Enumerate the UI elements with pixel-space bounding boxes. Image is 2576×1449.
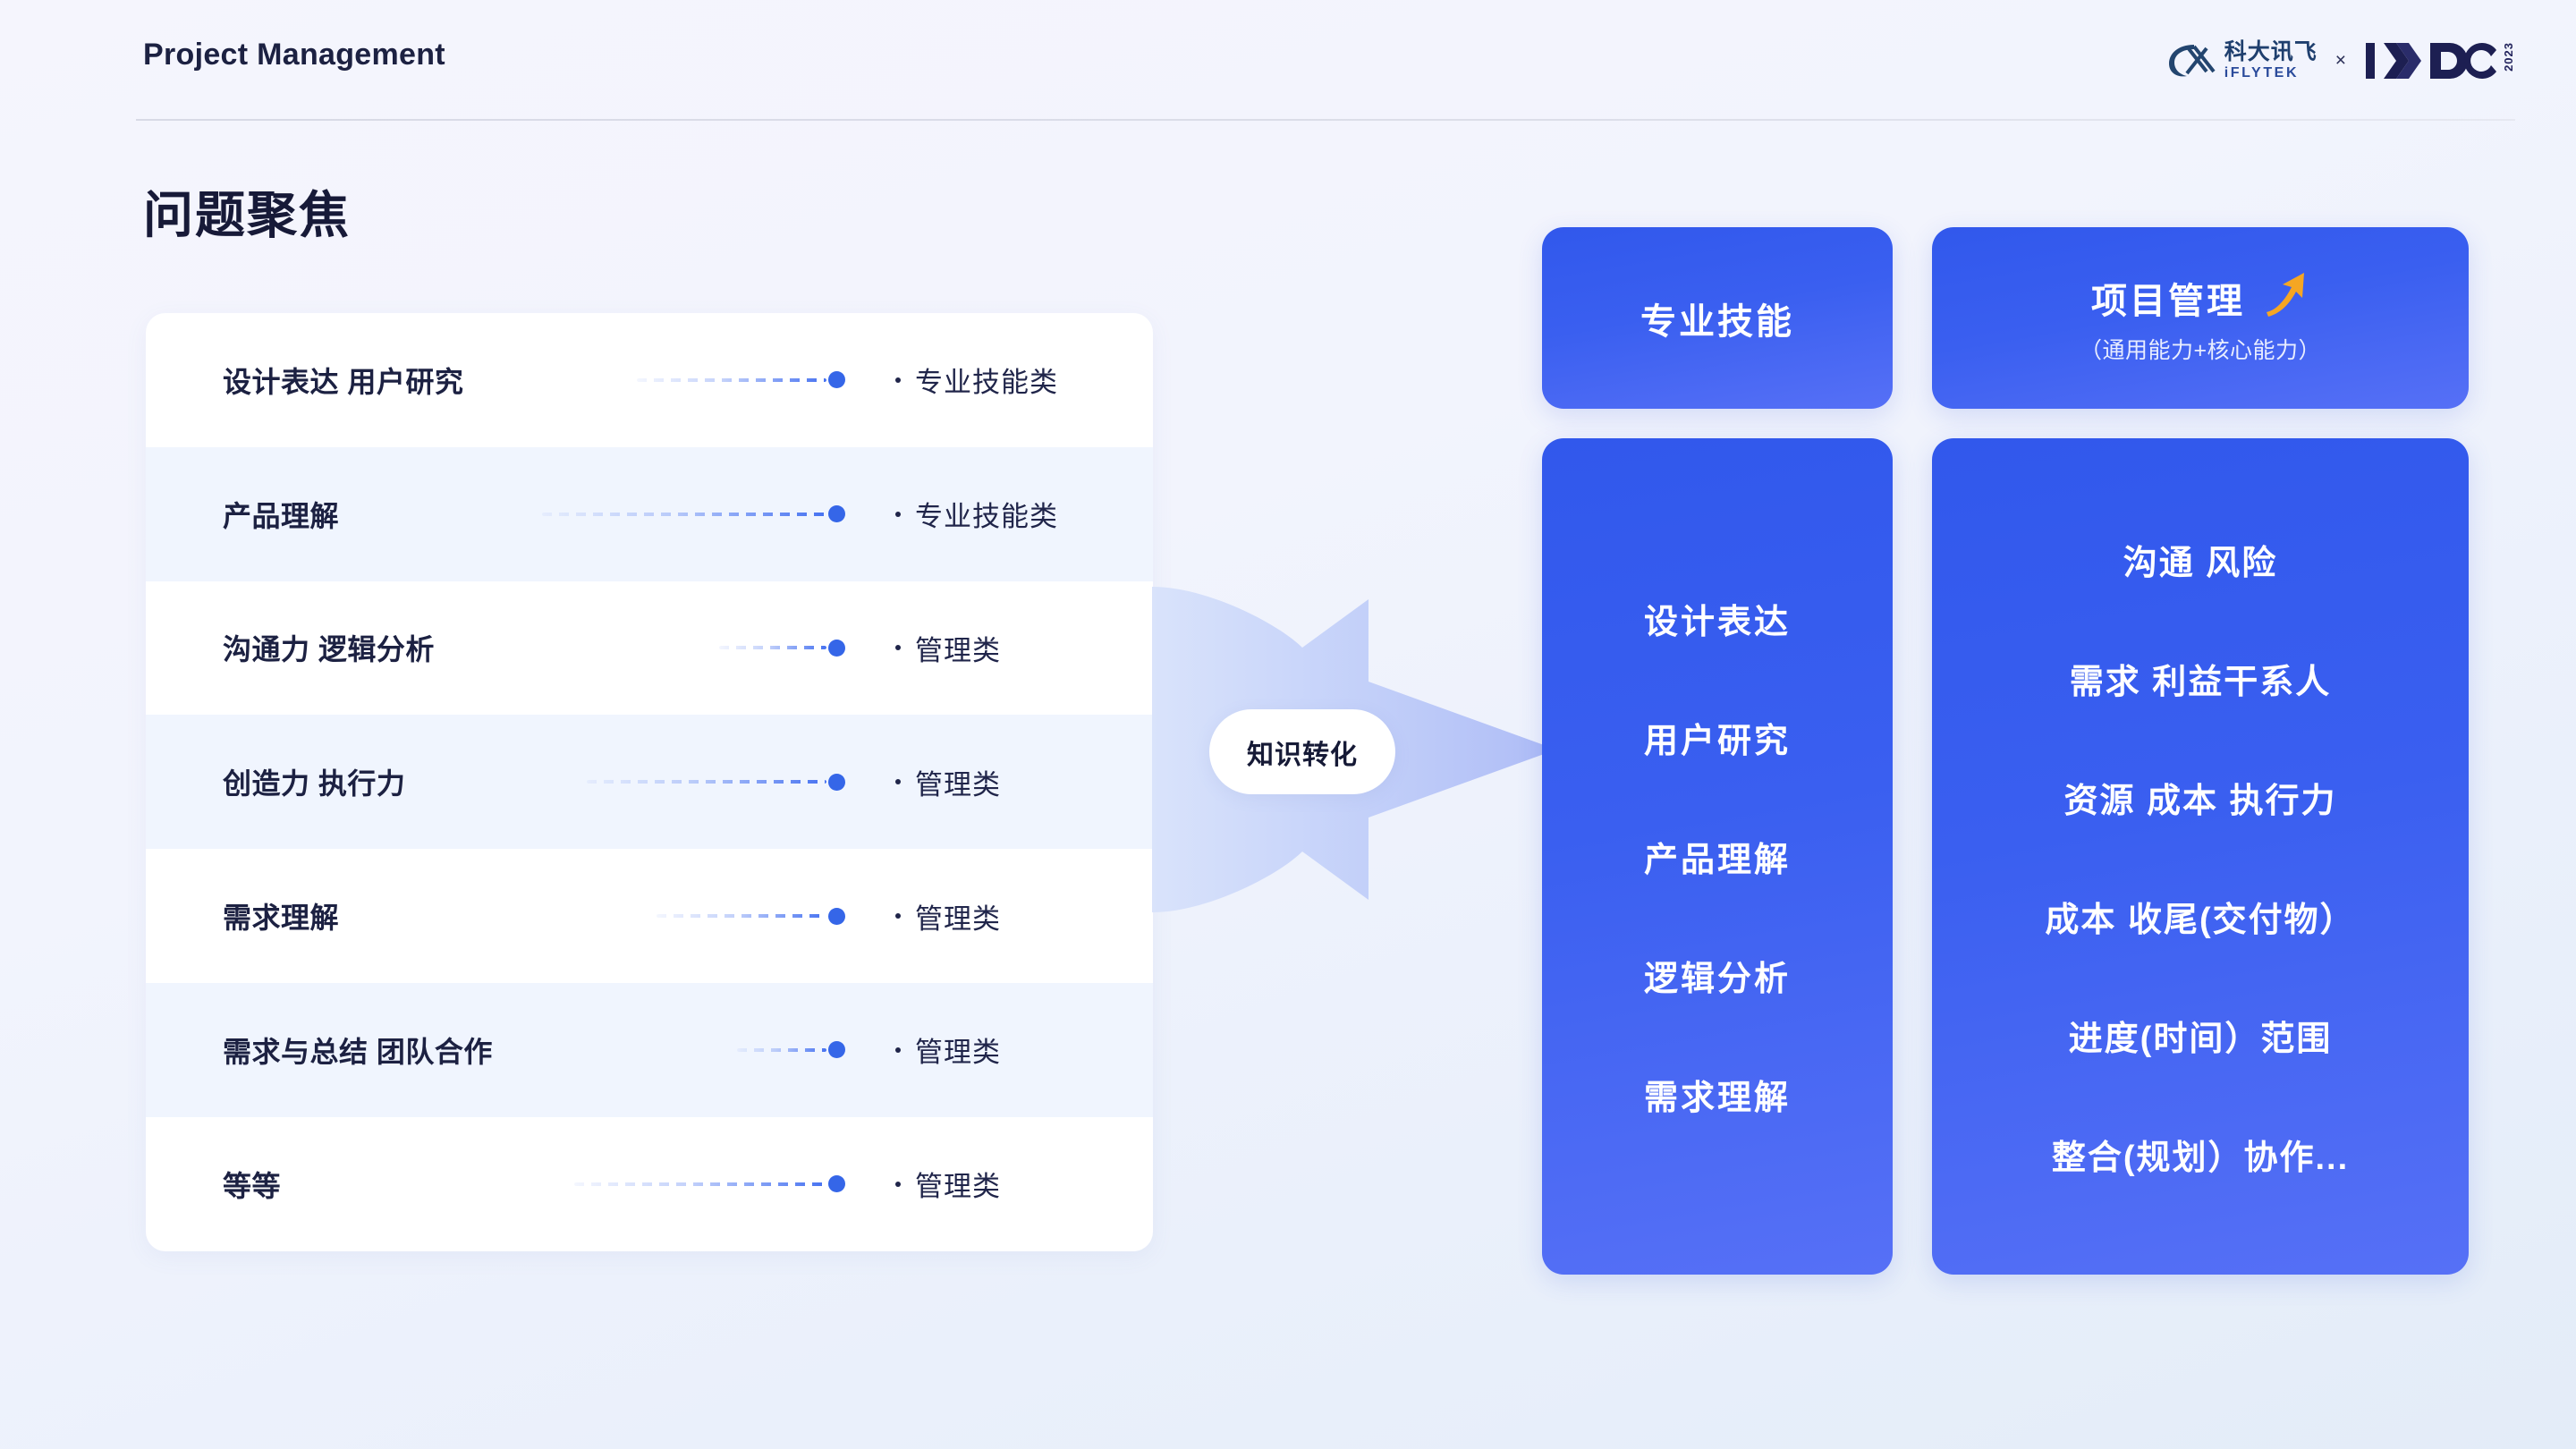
row-connector [542, 505, 845, 523]
row-connector [574, 1175, 845, 1193]
pm-item: 进度(时间）范围 [2068, 1020, 2333, 1058]
pm-item: 整合(规划）协作... [2051, 1139, 2350, 1177]
dashed-connector-line [574, 1182, 826, 1186]
connector-dot-icon [828, 639, 845, 657]
table-row: 设计表达 用户研究 专业技能类 [146, 313, 1153, 447]
header-divider [136, 119, 2515, 121]
row-category-label: 管理类 [915, 768, 1001, 801]
pm-item: 沟通 风险 [2123, 544, 2278, 582]
bullet-dot-icon [895, 779, 901, 785]
connector-dot-icon [828, 907, 845, 925]
row-category: 管理类 [895, 762, 1001, 802]
dashed-connector-line [637, 377, 826, 382]
growth-arrow-icon [2267, 272, 2304, 317]
issue-list-card: 设计表达 用户研究专业技能类产品理解专业技能类沟通力 逻辑分析管理类创造力 执行… [146, 313, 1153, 1251]
dashed-connector-line [542, 512, 826, 516]
page-header: Project Management 科大讯飞 iFLYTEK × [0, 0, 2576, 125]
brand-logo-lockup: 科大讯飞 iFLYTEK × 2023 [2167, 36, 2515, 86]
bullet-dot-icon [895, 1181, 901, 1187]
dashed-connector-line [737, 1047, 826, 1052]
card-pm-items[interactable]: 沟通 风险需求 利益干系人资源 成本 执行力成本 收尾(交付物） 进度(时间）范围… [1932, 438, 2469, 1275]
card-professional-skills-title: 专业技能 [1640, 301, 1794, 342]
row-category-label: 管理类 [915, 902, 1001, 935]
page-title: 问题聚焦 [143, 187, 351, 243]
knowledge-conversion-arrow: 知识转化 [1152, 547, 1556, 952]
row-category-label: 专业技能类 [915, 367, 1058, 399]
dashed-connector-line [719, 646, 826, 650]
bullet-dot-icon [895, 645, 901, 651]
card-project-management-titlerow: 项目管理 [2091, 272, 2309, 324]
connector-dot-icon [828, 1175, 845, 1193]
row-category: 管理类 [895, 1164, 1001, 1204]
ixdc-mark-icon [2366, 43, 2496, 79]
card-professional-skills[interactable]: 专业技能 [1542, 227, 1893, 409]
arrow-label-pill: 知识转化 [1209, 709, 1395, 794]
row-connector [637, 371, 845, 389]
pm-item: 需求 利益干系人 [2069, 663, 2332, 701]
row-category: 管理类 [895, 896, 1001, 936]
table-row: 产品理解 专业技能类 [146, 446, 1153, 581]
row-category: 专业技能类 [895, 360, 1058, 400]
iflytek-wordmark: 科大讯飞 iFLYTEK [2224, 41, 2318, 80]
table-row: 需求与总结 团队合作 管理类 [146, 982, 1153, 1117]
dashed-connector-line [587, 780, 826, 784]
card-skills-items[interactable]: 设计表达用户研究产品理解逻辑分析需求理解 [1542, 438, 1893, 1275]
ixdc-logo: 2023 [2364, 41, 2515, 80]
row-skill-label: 沟通力 逻辑分析 [223, 633, 435, 666]
pm-item: 成本 收尾(交付物） [2045, 901, 2356, 939]
row-category: 管理类 [895, 1030, 1001, 1070]
iflytek-logo: 科大讯飞 iFLYTEK [2167, 41, 2318, 80]
skill-item: 设计表达 [1643, 604, 1791, 641]
skill-item: 需求理解 [1643, 1080, 1791, 1117]
table-row: 创造力 执行力 管理类 [146, 715, 1153, 850]
table-row: 需求理解 管理类 [146, 849, 1153, 983]
iflytek-name-cn: 科大讯飞 [2224, 39, 2318, 64]
connector-dot-icon [828, 773, 845, 791]
iflytek-mark-icon [2168, 45, 2216, 77]
row-skill-label: 需求理解 [223, 902, 340, 935]
card-project-management[interactable]: 项目管理 （通用能力+核心能力） [1932, 227, 2469, 409]
row-connector [719, 639, 845, 657]
row-connector [737, 1041, 845, 1059]
pm-item: 资源 成本 执行力 [2063, 782, 2337, 820]
ixdc-year: 2023 [2502, 42, 2515, 72]
table-row: 等等 管理类 [146, 1117, 1153, 1251]
connector-dot-icon [828, 371, 845, 389]
logo-separator-x: × [2334, 50, 2346, 71]
skill-item: 用户研究 [1643, 723, 1791, 760]
row-skill-label: 设计表达 用户研究 [223, 365, 464, 398]
table-row: 沟通力 逻辑分析 管理类 [146, 581, 1153, 716]
row-category: 管理类 [895, 628, 1001, 668]
header-title: Project Management [143, 38, 445, 72]
row-skill-label: 产品理解 [223, 499, 340, 532]
bullet-dot-icon [895, 1046, 901, 1053]
row-category: 专业技能类 [895, 494, 1058, 534]
skill-item: 逻辑分析 [1643, 961, 1791, 998]
skill-item: 产品理解 [1643, 842, 1791, 879]
card-project-management-subtitle: （通用能力+核心能力） [2079, 337, 2322, 363]
row-connector [587, 773, 845, 791]
row-skill-label: 等等 [223, 1169, 282, 1202]
connector-dot-icon [828, 505, 845, 523]
row-connector [657, 907, 845, 925]
card-project-management-title: 项目管理 [2091, 281, 2245, 321]
connector-dot-icon [828, 1041, 845, 1059]
row-category-label: 专业技能类 [915, 501, 1058, 533]
row-category-label: 管理类 [915, 634, 1001, 666]
row-category-label: 管理类 [915, 1171, 1001, 1203]
row-skill-label: 需求与总结 团队合作 [223, 1035, 493, 1068]
dashed-connector-line [657, 914, 826, 919]
bullet-dot-icon [895, 511, 901, 517]
row-category-label: 管理类 [915, 1037, 1001, 1069]
bullet-dot-icon [895, 913, 901, 919]
bullet-dot-icon [895, 377, 901, 383]
iflytek-name-en: iFLYTEK [2224, 65, 2300, 80]
row-skill-label: 创造力 执行力 [223, 767, 406, 801]
